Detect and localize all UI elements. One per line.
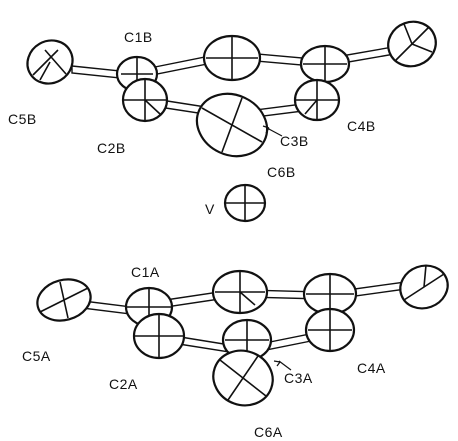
label-c4b: C4B [347, 118, 376, 134]
atom-c3b [293, 78, 341, 122]
label-c6b: C6B [267, 164, 296, 180]
ligand-a [36, 264, 449, 407]
label-c5a: C5A [22, 348, 51, 364]
atom-c6a [212, 349, 274, 407]
label-c2a: C2A [109, 376, 138, 392]
atom-c5a [36, 278, 92, 322]
label-c5b: C5B [8, 111, 37, 127]
pointer-c3b [266, 127, 283, 137]
atom-v [223, 183, 267, 223]
atom-c4a [304, 307, 356, 353]
atom-terminal-right-b [387, 20, 437, 68]
label-c1a: C1A [131, 264, 160, 280]
atom-ring-bottom-a [221, 318, 273, 362]
atom-ring-right-b [299, 44, 351, 84]
atom-ring-top-b [202, 34, 262, 82]
pointer-c3a [278, 360, 292, 371]
label-c2b: C2B [97, 140, 126, 156]
atom-c2a [132, 312, 186, 360]
label-v: V [205, 201, 215, 217]
ligand-b [26, 20, 437, 158]
atom-c6b [195, 92, 269, 158]
atom-c5b [26, 39, 74, 85]
pointer-c3b-head [262, 125, 270, 134]
atom-terminal-right-a [399, 264, 449, 310]
label-c6a: C6A [254, 424, 283, 440]
atom-ring-top-a [211, 269, 269, 315]
label-c3b: C3B [280, 133, 309, 149]
label-c3a: C3A [284, 370, 313, 386]
label-c4a: C4A [357, 360, 386, 376]
label-c1b: C1B [124, 29, 153, 45]
pointer-c3a-head [273, 360, 281, 367]
atom-c2b [121, 77, 169, 123]
